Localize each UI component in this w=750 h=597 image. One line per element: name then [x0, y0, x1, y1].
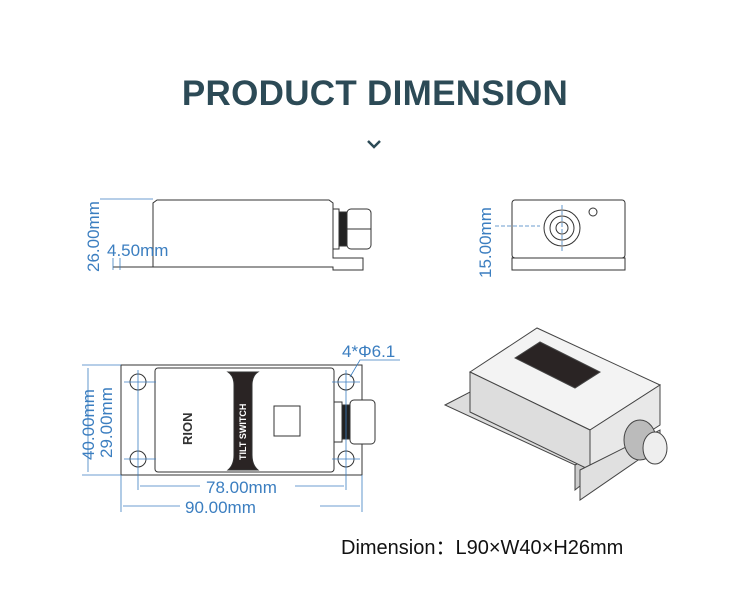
- brand-logo: RION: [180, 413, 195, 446]
- side-view: [113, 199, 372, 271]
- dimension-summary: Dimension：L90×W40×H26mm: [341, 531, 623, 560]
- end-view: [511, 199, 626, 271]
- top-view-dimensions: [82, 359, 400, 512]
- length-label: 90.00mm: [185, 498, 256, 517]
- outer-width-label: 40.00mm: [79, 389, 98, 460]
- side-height-label: 26.00mm: [84, 201, 103, 272]
- holes-label: 4*Φ6.1: [342, 342, 395, 361]
- top-view: [120, 364, 376, 476]
- summary-label: Dimension：: [341, 537, 456, 559]
- chevron-down-icon: [367, 140, 381, 149]
- summary-value: L90×W40×H26mm: [455, 537, 624, 559]
- hole-spacing-label: 78.00mm: [206, 478, 277, 497]
- end-height-label: 15.00mm: [476, 207, 495, 278]
- tilt-switch-label: TILT SWITCH: [238, 404, 248, 460]
- inner-width-label: 29.00mm: [97, 387, 116, 458]
- flange-height-label: 4.50mm: [107, 241, 168, 260]
- isometric-view: [443, 327, 668, 501]
- page-title: PRODUCT DIMENSION: [181, 74, 569, 113]
- side-view-dimensions: [100, 198, 153, 270]
